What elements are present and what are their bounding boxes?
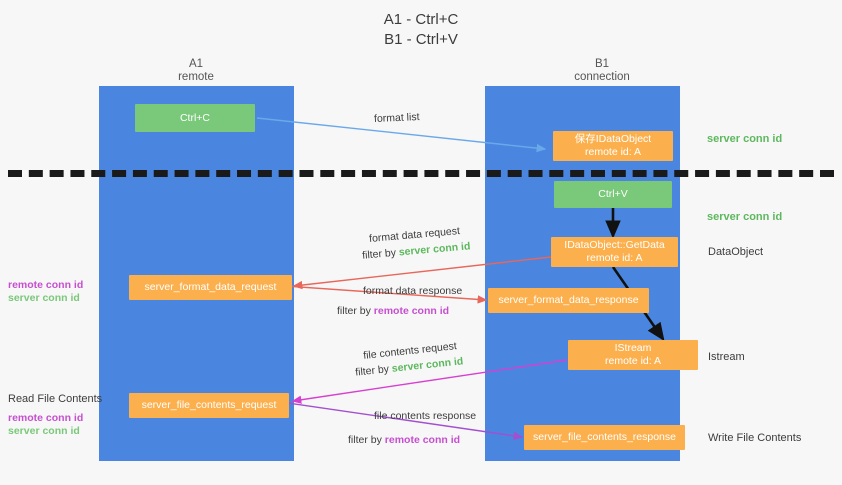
filter-value-server-conn-id-1: server conn id [398, 240, 471, 259]
label-server-conn-id-file: server conn id [8, 425, 80, 437]
label-read-file-contents: Read File Contents [8, 393, 103, 405]
phase-separator [8, 170, 834, 177]
node-save-idataobject[interactable]: 保存IDataObject remote id: A [553, 131, 673, 161]
arrow-label-format-list: format list [373, 111, 420, 125]
label-dataobject: DataObject [708, 246, 764, 258]
column-header-a1: A1 remote [116, 58, 276, 84]
node-server-format-data-response-label: server_format_data_response [498, 294, 639, 306]
node-istream[interactable]: IStream remote id: A [568, 340, 698, 370]
node-server-file-contents-request-label: server_file_contents_request [141, 399, 277, 411]
node-ctrl-c-label: Ctrl+C [179, 111, 211, 124]
conn-ids-file: remote conn id server conn id [8, 412, 83, 438]
node-istream-sub: remote id: A [604, 355, 662, 367]
label-remote-conn-id-file: remote conn id [8, 412, 84, 424]
arrow-label-file-contents-response: file contents response [374, 410, 477, 422]
node-server-format-data-request[interactable]: server_format_data_request [129, 275, 292, 300]
column-b1-name: B1 [594, 58, 610, 70]
column-a1-name: A1 [188, 58, 204, 70]
filter-prefix-2: filter by [337, 305, 374, 317]
node-server-file-contents-response-label: server_file_contents_response [532, 431, 676, 443]
node-server-file-contents-request[interactable]: server_file_contents_request [129, 393, 289, 418]
label-write-file-contents: Write File Contents [708, 432, 802, 444]
node-idataobject-getdata[interactable]: IDataObject::GetData remote id: A [551, 237, 678, 267]
filter-prefix-3: filter by [354, 362, 393, 379]
node-ctrl-v[interactable]: Ctrl+V [554, 181, 672, 208]
node-server-format-data-response[interactable]: server_format_data_response [488, 288, 649, 313]
filter-value-remote-conn-id-2: remote conn id [384, 434, 461, 446]
column-b1-sub: connection [574, 71, 630, 83]
label-server-conn-id-top: server conn id [707, 133, 783, 145]
label-server-conn-id-mid: server conn id [707, 211, 783, 223]
filter-prefix-1: filter by [361, 246, 400, 262]
arrow-label-file-contents-response-filter: filter by remote conn id [348, 433, 460, 447]
node-save-idataobject-sub: remote id: A [584, 146, 642, 158]
node-getdata-sub: remote id: A [586, 252, 643, 264]
node-server-file-contents-response[interactable]: server_file_contents_response [524, 425, 685, 450]
column-header-b1: B1 connection [522, 58, 682, 84]
arrow-label-format-data-response-filter: filter by remote conn id [337, 304, 449, 318]
label-server-conn-id-format: server conn id [8, 292, 80, 304]
label-remote-conn-id-format: remote conn id [8, 279, 84, 291]
node-ctrl-v-label: Ctrl+V [598, 188, 628, 200]
arrow-label-format-data-response: format data response [363, 285, 463, 297]
filter-value-remote-conn-id-1: remote conn id [373, 305, 450, 317]
label-istream: Istream [708, 351, 745, 363]
conn-ids-format: remote conn id server conn id [8, 279, 83, 305]
node-ctrl-c[interactable]: Ctrl+C [135, 104, 255, 132]
node-server-format-data-request-label: server_format_data_request [144, 281, 277, 293]
node-istream-title: IStream [614, 342, 652, 354]
node-getdata-title: IDataObject::GetData [564, 239, 665, 251]
filter-prefix-4: filter by [348, 434, 385, 446]
column-a1-sub: remote [178, 71, 214, 83]
node-save-idataobject-title: 保存IDataObject [574, 133, 652, 145]
page-title: A1 - Ctrl+C B1 - Ctrl+V [383, 11, 459, 48]
